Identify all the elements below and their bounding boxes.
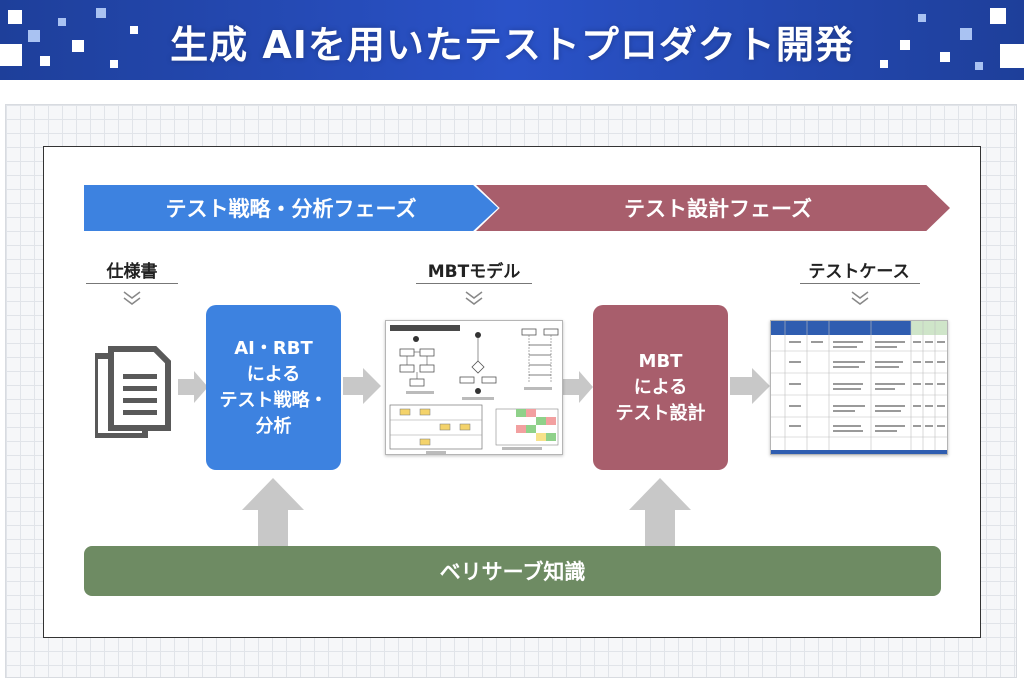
mbt-model-underline	[416, 283, 532, 284]
phase-analysis-arrow: テスト戦略・分析フェーズ	[84, 185, 498, 231]
decor-pixel	[918, 14, 926, 22]
spec-underline	[86, 283, 178, 284]
test-case-thumbnail	[770, 320, 948, 455]
knowledge-bar-label: ベリサーブ知識	[439, 560, 586, 584]
double-chevron-down-icon	[465, 291, 483, 305]
page-title: 生成 AIを用いたテストプロダクト開発	[170, 23, 854, 67]
decor-pixel	[28, 30, 40, 42]
box-line: 分析	[255, 415, 292, 437]
flow-arrow	[343, 368, 381, 404]
test-case-underline	[800, 283, 920, 284]
box-line: による	[246, 363, 301, 385]
phase-design-arrow: テスト設計フェーズ	[476, 185, 950, 231]
decor-pixel	[72, 40, 84, 52]
decor-pixel	[960, 28, 972, 40]
mbt-model-label: MBTモデル	[427, 262, 521, 282]
header-banner: 生成 AIを用いたテストプロダクト開発	[0, 0, 1024, 80]
decor-pixel	[940, 52, 950, 62]
verisurve-knowledge-bar: ベリサーブ知識	[84, 546, 941, 596]
decor-pixel	[110, 60, 118, 68]
double-chevron-down-icon	[123, 291, 141, 305]
test-case-label: テストケース	[808, 262, 910, 282]
decor-pixel	[0, 44, 22, 66]
ai-rbt-analysis-box: AI・RBT による テスト戦略・ 分析	[206, 305, 341, 470]
decor-pixel	[58, 18, 66, 26]
mbt-design-box: MBT による テスト設計	[593, 305, 728, 470]
phase-design-label: テスト設計フェーズ	[624, 197, 812, 221]
phase-analysis-label: テスト戦略・分析フェーズ	[165, 197, 417, 221]
box-line: MBT	[638, 350, 683, 372]
knowledge-up-arrow	[242, 478, 304, 546]
box-line: テスト設計	[615, 402, 706, 424]
test-case-sheet-sketch	[771, 321, 947, 454]
decor-pixel	[96, 8, 106, 18]
decor-pixel	[1000, 44, 1024, 68]
knowledge-up-arrow	[629, 478, 691, 546]
box-line: AI・RBT	[234, 337, 313, 359]
mbt-model-sketch	[389, 325, 559, 454]
mbt-model-thumbnail	[385, 320, 563, 455]
box-line: テスト戦略・	[219, 389, 328, 411]
decor-pixel	[8, 10, 22, 24]
decor-pixel	[40, 56, 50, 66]
flow-arrow	[563, 371, 593, 403]
document-icon	[95, 346, 171, 438]
decor-pixel	[130, 26, 138, 34]
decor-pixel	[975, 62, 983, 70]
decor-pixel	[880, 60, 888, 68]
box-line: による	[633, 376, 688, 398]
flow-arrow	[730, 368, 770, 404]
decor-pixel	[990, 8, 1006, 24]
flow-arrow	[178, 371, 208, 403]
double-chevron-down-icon	[851, 291, 869, 305]
decor-pixel	[900, 40, 910, 50]
spec-label: 仕様書	[106, 262, 158, 282]
